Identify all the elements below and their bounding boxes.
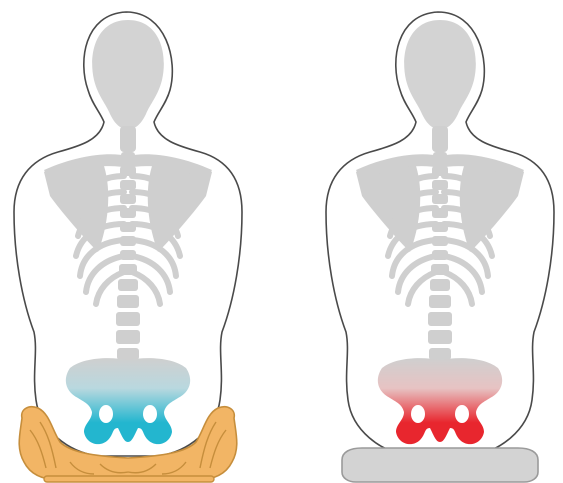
right-figure [326, 12, 554, 482]
right-pelvis-highlight-red [378, 358, 502, 444]
left-pelvis-highlight-blue [66, 358, 190, 444]
left-figure [14, 12, 242, 482]
flat-seat [342, 448, 538, 482]
